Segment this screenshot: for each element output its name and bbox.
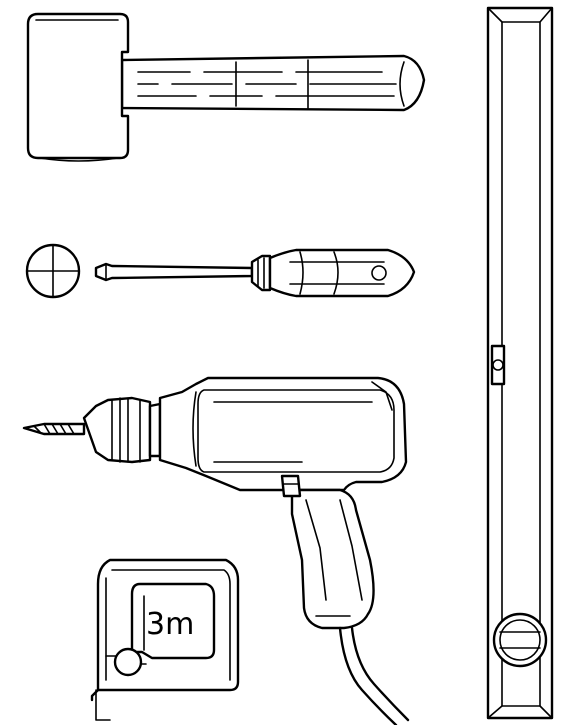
tape-measure-icon: 3m: [90, 558, 240, 721]
power-drill-icon: [22, 376, 410, 725]
spirit-level-icon: [486, 6, 554, 720]
tape-measure-label: 3m: [146, 607, 194, 642]
mallet-hammer-icon: [26, 12, 426, 162]
screwdriver-icon: [25, 243, 416, 299]
